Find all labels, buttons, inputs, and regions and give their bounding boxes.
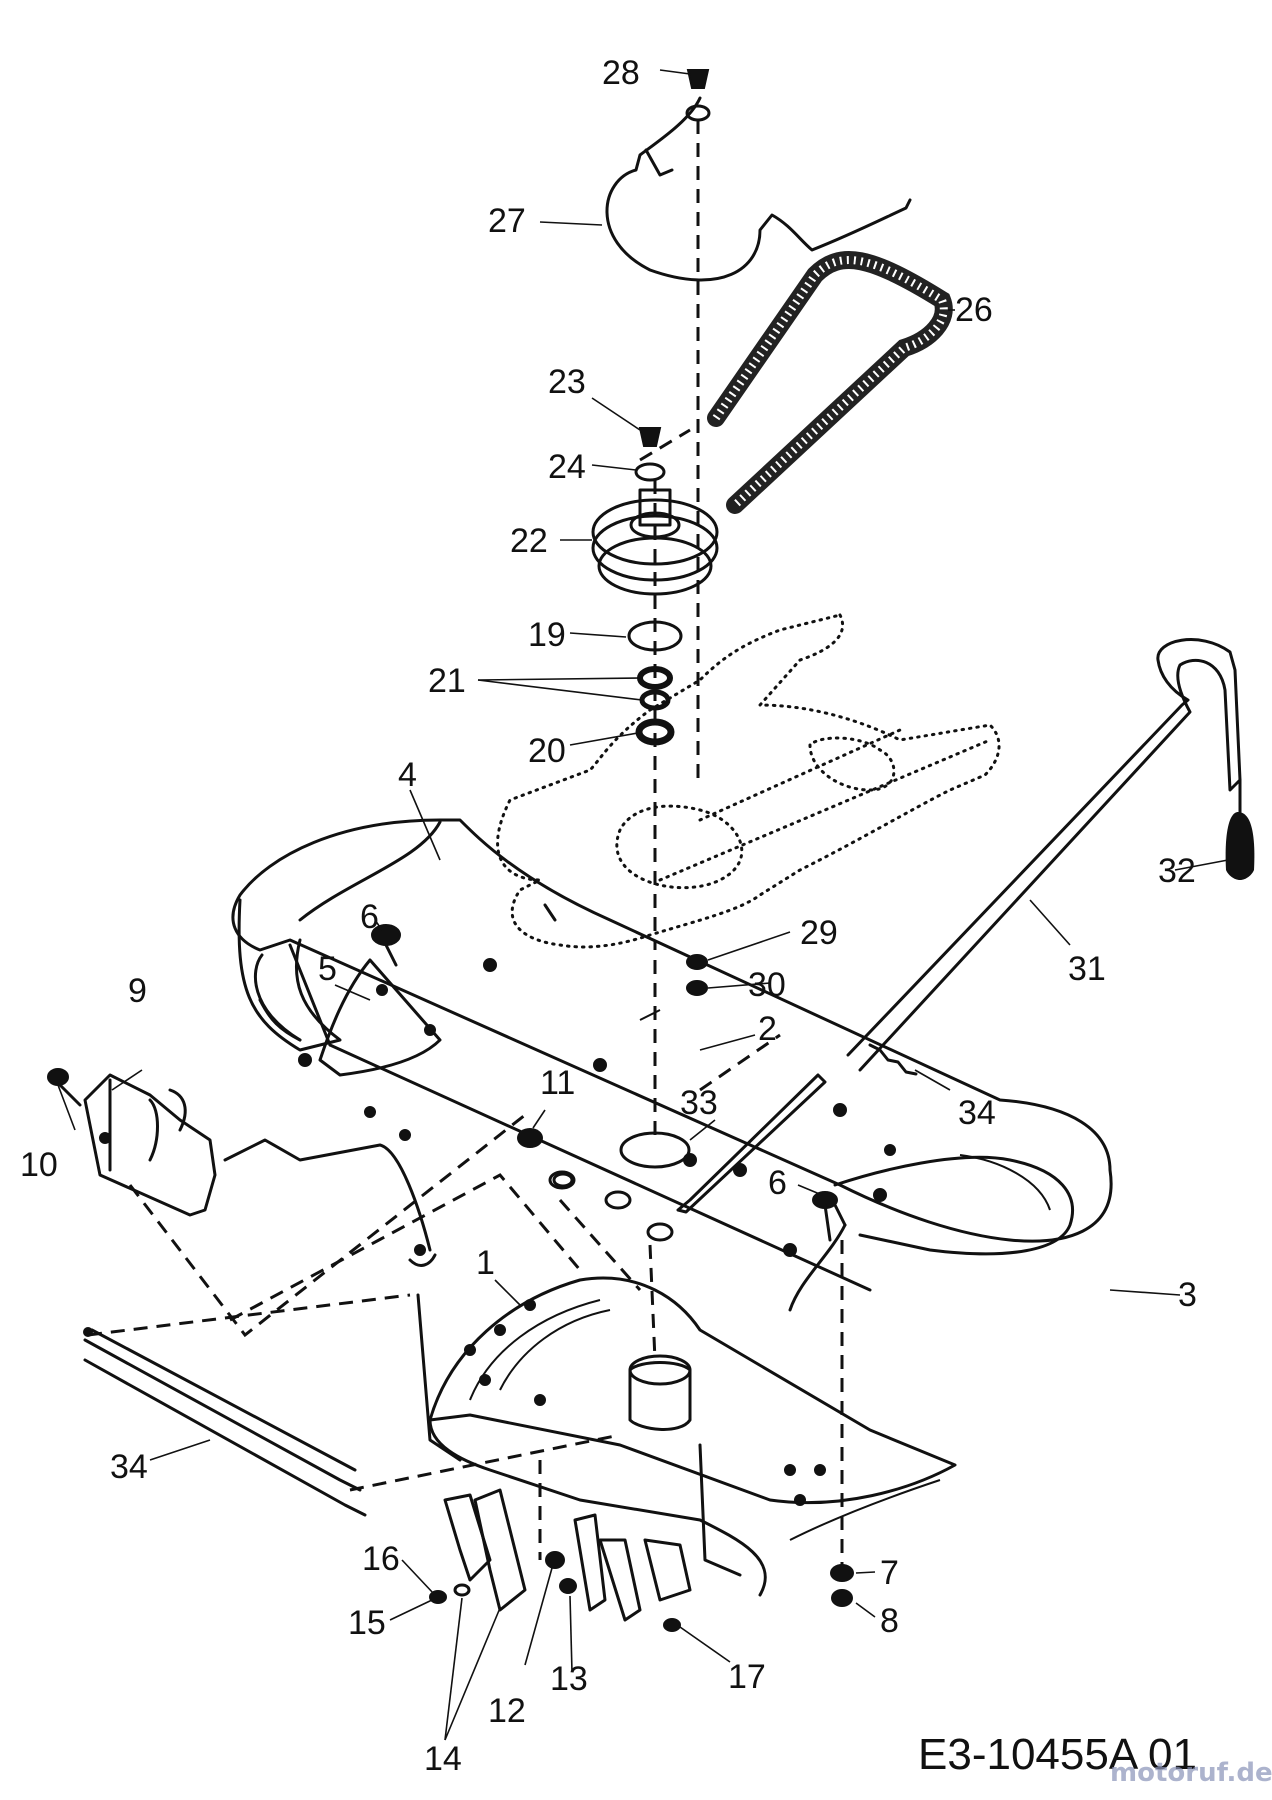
callout-25: 26	[955, 291, 993, 329]
shield-flap-4	[237, 898, 342, 1052]
callout-15: 15	[348, 1604, 386, 1642]
spring-33	[868, 1043, 918, 1076]
tines-14	[443, 1488, 692, 1622]
center-opening	[619, 1131, 691, 1169]
callout-9: 9	[128, 972, 147, 1010]
callout-33: 34	[958, 1094, 996, 1132]
callout-14: 14	[424, 1740, 462, 1778]
callout-labels: 28 27 26 23 24 22 19 21 20 4 6 5 29 30 3…	[20, 54, 1197, 1778]
tine-hood-1	[416, 1276, 957, 1597]
callout-31: 32	[1158, 852, 1196, 890]
nut-28	[686, 954, 708, 970]
callout-10: 10	[20, 1146, 58, 1184]
leader-lines	[57, 69, 1229, 1741]
callout-6a: 6	[360, 898, 379, 936]
belt-guide-wire-26	[605, 96, 912, 282]
callout-20: 20	[528, 732, 566, 770]
callout-23: 23	[548, 363, 586, 401]
callout-19: 19	[528, 616, 566, 654]
callout-5: 5	[318, 950, 337, 988]
watermark-logo: motoruf.de	[1110, 1758, 1272, 1788]
callout-7: 7	[880, 1554, 899, 1592]
callout-3: 3	[1178, 1276, 1197, 1314]
callout-13: 13	[550, 1660, 588, 1698]
assembly-lines	[87, 120, 844, 1565]
callout-21: 21	[428, 662, 466, 700]
drive-belt-25	[707, 251, 953, 514]
drag-bar-34	[83, 1327, 367, 1517]
callout-12: 12	[488, 1692, 526, 1730]
shield-extension-3	[788, 1154, 1074, 1312]
callout-6b: 6	[768, 1164, 787, 1202]
callout-8: 8	[880, 1602, 899, 1640]
callout-22: 22	[510, 522, 548, 560]
bolt-6-right	[812, 1191, 838, 1242]
bolt-6-left	[371, 924, 401, 967]
shield-holes	[298, 958, 896, 1257]
callout-28: 29	[800, 914, 838, 952]
hitch-bracket-9	[83, 1073, 437, 1267]
callout-32: 33	[680, 1084, 718, 1122]
callout-29: 30	[748, 966, 786, 1004]
callout-16: 16	[362, 1540, 400, 1578]
callout-4: 4	[398, 756, 417, 794]
callout-17: 17	[728, 1658, 766, 1696]
mounting-bracket-5	[318, 958, 442, 1077]
tiller-housing-reference	[496, 613, 1001, 949]
callout-26: 27	[488, 202, 526, 240]
callout-11: 11	[540, 1064, 575, 1102]
grip-31	[1225, 778, 1255, 880]
nut-29	[686, 980, 708, 996]
callout-34: 34	[110, 1448, 148, 1486]
callout-24: 24	[548, 448, 586, 486]
callout-2: 2	[758, 1010, 777, 1048]
callout-30: 31	[1068, 950, 1106, 988]
handle-rod-30	[846, 638, 1242, 1072]
nut-11	[517, 1128, 574, 1188]
washer-24	[634, 462, 666, 482]
tine-shield-2	[231, 818, 1113, 1292]
tine-fasteners	[429, 1551, 854, 1632]
drawing-code: E3-10455A 01	[918, 1730, 1197, 1779]
rod-32	[676, 1073, 827, 1214]
callout-1: 1	[476, 1244, 495, 1282]
bolt-27	[686, 69, 710, 89]
callout-27: 28	[602, 54, 640, 92]
bolt-23	[638, 427, 662, 447]
